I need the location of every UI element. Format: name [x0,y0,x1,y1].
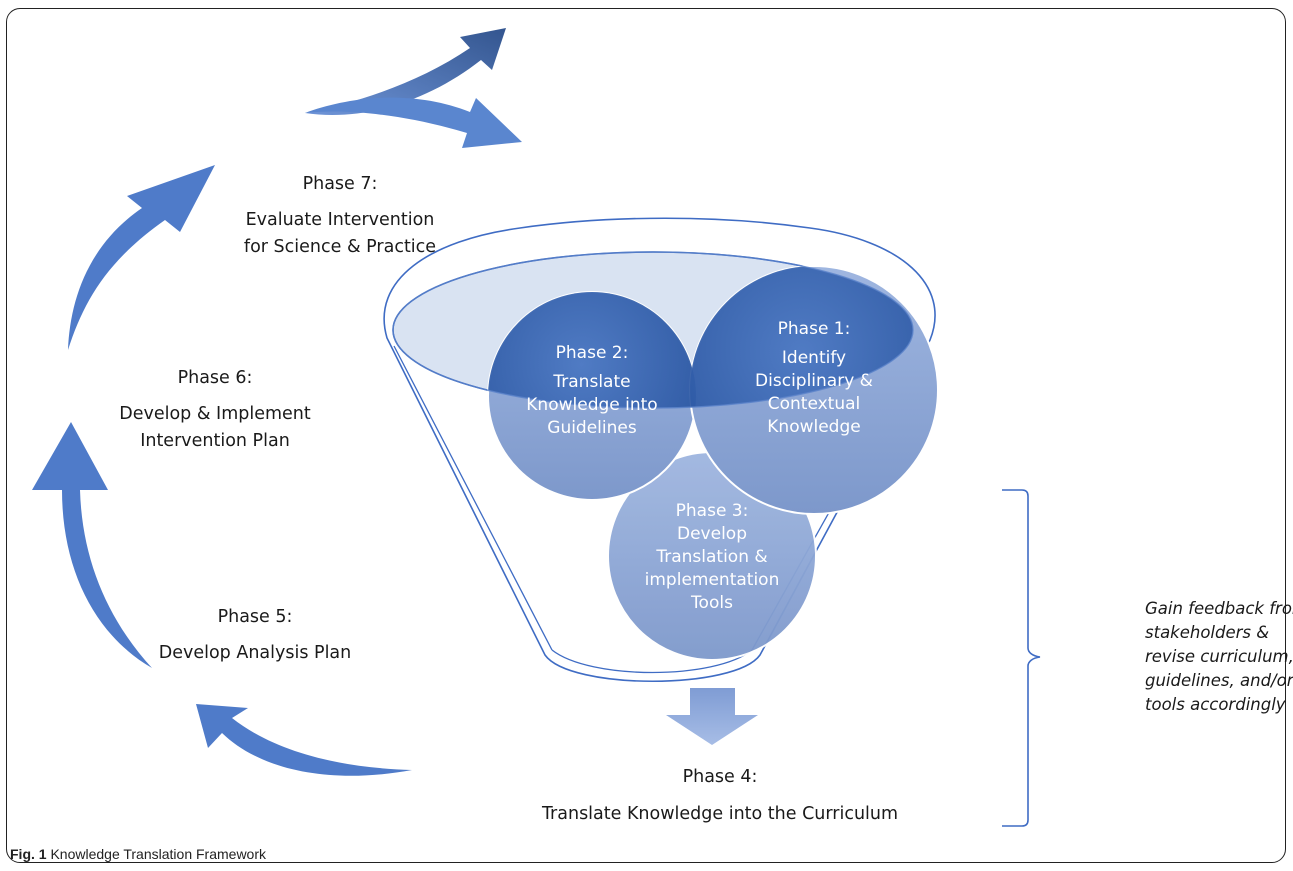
funnel-bottom-line [551,649,753,674]
arrow-right-icon [305,97,522,148]
phase3-title: Phase 3: [675,501,749,521]
phase2-title: Phase 2: [555,343,629,363]
phase1-line: Identify [781,347,847,368]
feedback-line: Gain feedback from [1145,599,1293,618]
phase2-label: Phase 2: Translate Knowledge into Guidel… [512,342,672,440]
feedback-line: guidelines, and/or [1145,670,1293,690]
phase1-circle-top [690,266,913,408]
phase1-line: Disciplinary & [755,370,873,391]
feedback-line: stakeholders & [1145,622,1270,642]
funnel-mouth-rim [392,251,914,409]
phase1-title: Phase 1: [777,319,851,339]
phase5-label: Phase 5: Develop Analysis Plan [130,604,380,667]
phase3-line: Translation & [656,546,768,567]
figure-caption: Fig. 1 Knowledge Translation Framework [10,846,266,862]
phase6-line: Develop & Implement [119,404,311,425]
phase1-label: Phase 1: Identify Disciplinary & Context… [724,318,904,439]
phase2-circle-top [488,292,696,408]
phase7-label: Phase 7: Evaluate Intervention for Scien… [210,171,470,261]
feedback-note: Gain feedback from stakeholders & revise… [1145,597,1293,717]
phase7-title: Phase 7: [302,174,378,194]
phase4-title: Phase 4: [682,767,758,787]
phase4-label: Phase 4: Translate Knowledge into the Cu… [480,764,960,828]
phase6-line: Intervention Plan [140,431,290,452]
down-arrow-icon [666,688,758,745]
feedback-line: revise curriculum, [1145,646,1293,666]
phase2-line: Guidelines [547,417,637,438]
phase7-line: Evaluate Intervention [245,210,435,231]
phase1-line: Knowledge [767,416,861,437]
arrow-up-right-icon [305,28,506,116]
arrow-phase6-to-phase7-icon [68,165,215,350]
phase3-line: Tools [691,592,733,613]
phase5-line: Develop Analysis Plan [158,643,352,664]
phase6-label: Phase 6: Develop & Implement Interventio… [90,365,340,455]
arrow-phase4-to-phase5-icon [196,704,412,776]
phase2-line: Translate [553,371,631,392]
phase3-line: implementation [644,569,780,590]
figure-frame [6,8,1286,863]
phase1-line: Contextual [767,393,861,414]
phase3-line: Develop [677,523,747,544]
arrow-phase5-to-phase6-icon [32,422,152,668]
caption-label: Fig. 1 [10,846,47,862]
phase6-title: Phase 6: [177,368,253,388]
phase4-line: Translate Knowledge into the Curriculum [541,804,899,825]
feedback-bracket [1002,489,1041,827]
funnel-inner-line [393,345,553,651]
phase7-line: for Science & Practice [243,237,437,258]
phase2-line: Knowledge into [526,394,658,415]
feedback-line: tools accordingly [1145,694,1286,714]
caption-text: Knowledge Translation Framework [46,846,266,862]
phase5-title: Phase 5: [217,607,293,627]
phase3-label: Phase 3: Develop Translation & implement… [627,500,797,615]
funnel-outline [383,217,936,683]
